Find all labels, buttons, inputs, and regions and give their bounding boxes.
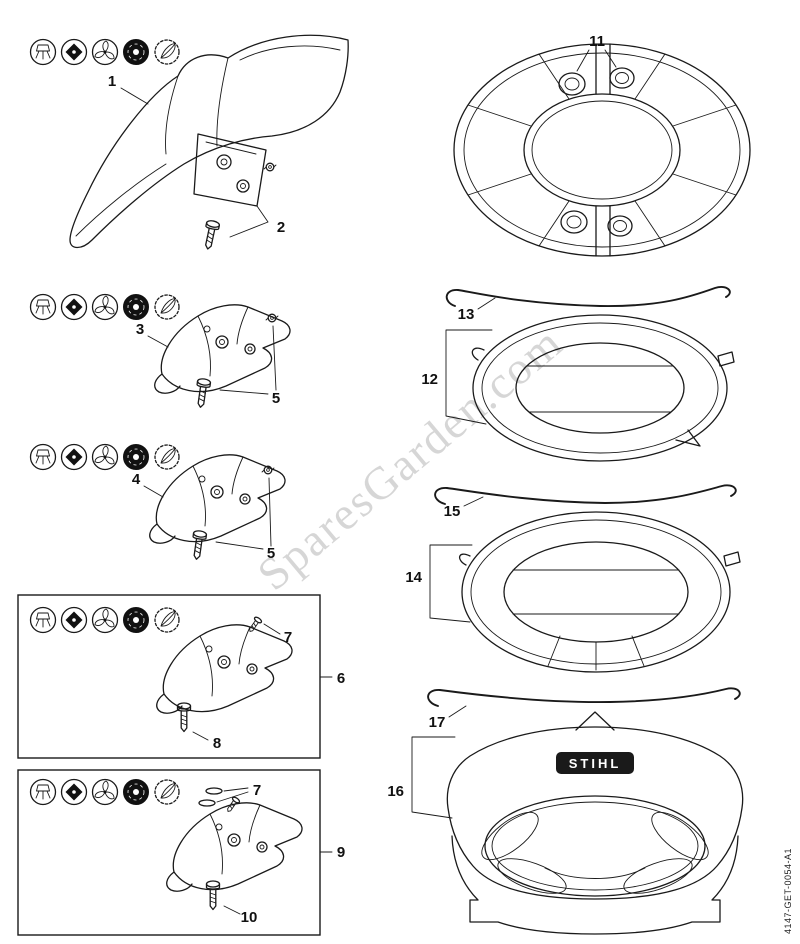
- leader-lines-part-1: [120, 87, 269, 238]
- trimmer-head-icon: [29, 778, 57, 806]
- part-14-ring-guard-drawing: [459, 511, 741, 673]
- callout-8: 8: [213, 735, 221, 752]
- callout-5: 5: [272, 390, 280, 407]
- callout-7: 7: [284, 629, 292, 646]
- trimmer-head-icon: [29, 606, 57, 634]
- trimmer-head-icon: [29, 38, 57, 66]
- leader-line-13: [477, 297, 496, 310]
- leader-bracket-14: [429, 544, 473, 623]
- saw-blade-icon: [123, 444, 149, 470]
- document-code: 4147-GET-0054-A1: [783, 848, 793, 934]
- leader-lines-part-6: [192, 623, 333, 741]
- part-15-spring-wire-drawing: [434, 484, 737, 505]
- saw-blade-icon: [123, 294, 149, 320]
- metal-blade-icon: [60, 443, 88, 471]
- part-5-screw-drawing: [189, 529, 208, 561]
- callout-3: 3: [136, 321, 144, 338]
- part-9-group-frame: [17, 769, 321, 936]
- part-17-spring-wire-drawing: [427, 687, 741, 707]
- callout-11: 11: [589, 33, 605, 50]
- brush-knife-icon: [154, 39, 180, 65]
- callout-10: 10: [241, 909, 258, 926]
- callout-5: 5: [267, 545, 275, 562]
- small-bolt-icon: [263, 162, 277, 172]
- brush-knife-icon: [154, 294, 180, 320]
- callout-13: 13: [458, 306, 475, 323]
- grass-blade-icon: [91, 443, 119, 471]
- callout-7: 7: [253, 782, 261, 799]
- part-13-spring-wire-drawing: [445, 286, 731, 307]
- brush-knife-icon: [154, 607, 180, 633]
- watermark: SparesGarden.com: [248, 316, 572, 600]
- leader-bracket-12: [445, 329, 493, 425]
- part-7-washers-drawing: [198, 787, 223, 807]
- callout-12: 12: [421, 371, 438, 388]
- part-16-guard-drawing: STIHL: [446, 711, 744, 935]
- leader-line-15: [463, 496, 484, 507]
- icon-row-3: [29, 443, 180, 471]
- brand-label: STIHL: [569, 756, 622, 771]
- leader-lines-part-3: [147, 325, 277, 395]
- metal-blade-icon: [60, 293, 88, 321]
- trimmer-head-icon: [29, 293, 57, 321]
- metal-blade-icon: [60, 778, 88, 806]
- leader-lines-part-9: [216, 787, 333, 915]
- callout-4: 4: [132, 471, 141, 488]
- brush-knife-icon: [154, 779, 180, 805]
- callout-14: 14: [405, 569, 422, 586]
- brush-knife-icon: [154, 444, 180, 470]
- grass-blade-icon: [91, 38, 119, 66]
- part-5-screw-drawing: [193, 377, 212, 409]
- grass-blade-icon: [91, 293, 119, 321]
- leader-lines-part-11: [576, 49, 617, 72]
- grass-blade-icon: [91, 606, 119, 634]
- trimmer-head-icon: [29, 443, 57, 471]
- saw-blade-icon: [123, 779, 149, 805]
- leader-bracket-16: [411, 736, 456, 819]
- icon-row-4: [29, 606, 180, 634]
- icon-row-2: [29, 293, 180, 321]
- callout-9: 9: [337, 844, 345, 861]
- part-6-group-frame: [17, 594, 321, 759]
- part-12-ring-guard-drawing: [471, 314, 735, 462]
- part-6-bracket-drawing: [156, 624, 293, 714]
- leader-line-17: [448, 705, 467, 718]
- icon-row-5: [29, 778, 180, 806]
- part-3-bracket-drawing: [154, 304, 291, 394]
- part-9-bracket-drawing: [166, 802, 303, 892]
- grass-blade-icon: [91, 778, 119, 806]
- brand-band: [556, 752, 634, 774]
- icon-row-1: [29, 38, 180, 66]
- callout-17: 17: [429, 714, 446, 731]
- callout-15: 15: [444, 503, 461, 520]
- saw-blade-icon: [123, 39, 149, 65]
- part-1-deflector-drawing: [69, 34, 349, 249]
- saw-blade-icon: [123, 607, 149, 633]
- callout-1: 1: [108, 73, 116, 90]
- part-2-screw-drawing: [200, 219, 221, 251]
- part-11-guard-drawing: [453, 43, 751, 257]
- leader-lines-part-4: [143, 477, 272, 550]
- callout-2: 2: [277, 219, 285, 236]
- part-10-screw-drawing: [205, 880, 221, 911]
- metal-blade-icon: [60, 606, 88, 634]
- metal-blade-icon: [60, 38, 88, 66]
- callout-6: 6: [337, 670, 345, 687]
- callout-16: 16: [387, 783, 404, 800]
